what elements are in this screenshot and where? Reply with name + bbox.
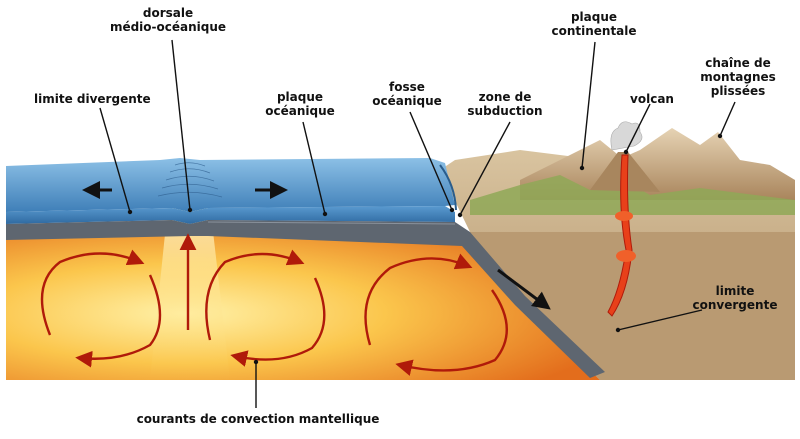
label-limite-convergente: limite convergente xyxy=(692,284,778,312)
subduction-arrow xyxy=(497,268,551,310)
convection-cell-3 xyxy=(364,253,508,376)
label-plaque-oceanique: plaque océanique xyxy=(265,90,335,118)
label-fosse-oceanique: fosse océanique xyxy=(372,80,442,108)
label-zone-subduction: zone de subduction xyxy=(467,90,543,118)
label-dorsale: dorsale médio-océanique xyxy=(109,6,227,34)
label-limite-divergente: limite divergente xyxy=(34,92,151,106)
label-chaine-montagnes: chaîne de montagnes plissées xyxy=(700,56,776,98)
label-courants-convection: courants de convection mantellique xyxy=(136,412,380,426)
oceanic-crust-left xyxy=(6,220,190,240)
leader-lines xyxy=(99,39,736,408)
convection-cell-1 xyxy=(40,249,162,368)
ocean-surface xyxy=(6,158,455,212)
continental-lower xyxy=(470,232,795,380)
trench xyxy=(439,164,457,211)
mountain-range xyxy=(520,128,795,200)
oceanic-crust-right xyxy=(190,220,605,378)
label-volcan: volcan xyxy=(630,92,674,106)
convection-cell-2 xyxy=(205,249,326,367)
label-plaque-continentale: plaque continentale xyxy=(551,10,637,38)
ocean-front xyxy=(6,206,455,224)
